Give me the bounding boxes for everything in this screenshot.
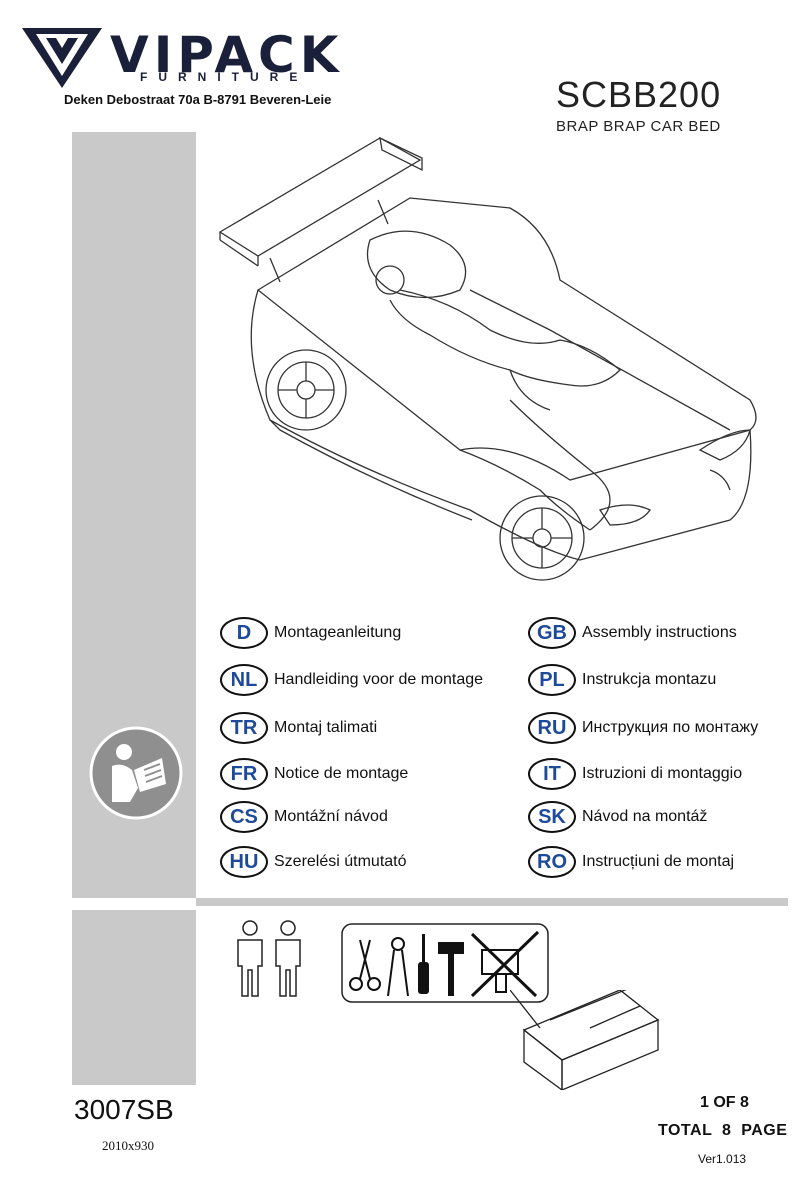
lang-code-badge: PL [528,664,576,696]
page-indicator: 1 OF 8 [700,1094,749,1111]
lang-item-ro: RO Instrucțiuni de montaj [528,846,734,878]
lang-label: Návod na montáž [582,808,708,825]
model-number: SCBB200 [556,74,722,115]
vipack-logo [22,28,102,88]
lang-code-badge: RU [528,712,576,744]
product-name: BRAP BRAP CAR BED [556,118,721,135]
pliers-icon [387,937,409,997]
lang-label: Istruzioni di montaggio [582,765,743,782]
lang-item-gb: GB Assembly instructions [528,617,737,649]
lang-item-d: D Montageanleitung [220,617,401,649]
car-bed-illustration [218,136,757,581]
hammer-icon [438,942,464,996]
lang-item-pl: PL Instrukcja montazu [528,664,716,696]
read-manual-icon [89,726,183,820]
tools-panel [341,923,549,1003]
lang-label: Notice de montage [274,765,409,782]
lang-code-badge: NL [220,664,268,696]
lang-label: Montaj talimati [274,719,378,736]
lang-item-ru: RU Инструкция по монтажу [528,712,758,744]
two-persons-icon [237,920,301,997]
lang-code-badge: CS [220,801,268,833]
lang-code-badge: D [220,617,268,649]
lang-code-badge: IT [528,758,576,790]
lang-item-tr: TR Montaj talimati [220,712,377,744]
lang-item-sk: SK Návod na montáž [528,801,707,833]
no-power-drill-icon [470,930,540,998]
lang-label: Szerelési útmutató [274,853,407,870]
lang-code-badge: RO [528,846,576,878]
version-label: Ver1.013 [698,1152,747,1166]
lang-label: Handleiding voor de montage [274,671,484,688]
lang-code-badge: TR [220,712,268,744]
lang-label: Montageanleitung [274,624,402,641]
lang-label: Инструкция по монтажу [582,719,759,736]
lang-item-fr: FR Notice de montage [220,758,408,790]
lang-label: Assembly instructions [582,624,737,641]
toolbox-icon [510,990,660,1090]
product-dimensions: 2010x930 [102,1138,154,1153]
product-code: 3007SB [74,1094,174,1125]
lang-item-cs: CS Montážní návod [220,801,388,833]
lang-item-it: IT Istruzioni di montaggio [528,758,742,790]
lang-label: Instrukcja montazu [582,671,717,688]
brand-tagline: FURNITURE [140,70,309,84]
lang-code-badge: FR [220,758,268,790]
lang-code-badge: SK [528,801,576,833]
company-address: Deken Debostraat 70a B-8791 Beveren-Leie [64,92,332,107]
brand-name: VIPACK [110,26,344,84]
divider-bar [196,898,788,906]
total-pages: TOTAL 8 PAGE [658,1122,788,1139]
sidebar-panel-bottom [72,910,196,1085]
lang-label: Instrucțiuni de montaj [582,853,735,870]
lang-code-badge: GB [528,617,576,649]
scissors-icon [349,939,381,991]
lang-code-badge: HU [220,846,268,878]
screwdriver-icon [418,934,429,994]
lang-item-hu: HU Szerelési útmutató [220,846,407,878]
lang-item-nl: NL Handleiding voor de montage [220,664,483,696]
lang-label: Montážní návod [274,808,388,825]
